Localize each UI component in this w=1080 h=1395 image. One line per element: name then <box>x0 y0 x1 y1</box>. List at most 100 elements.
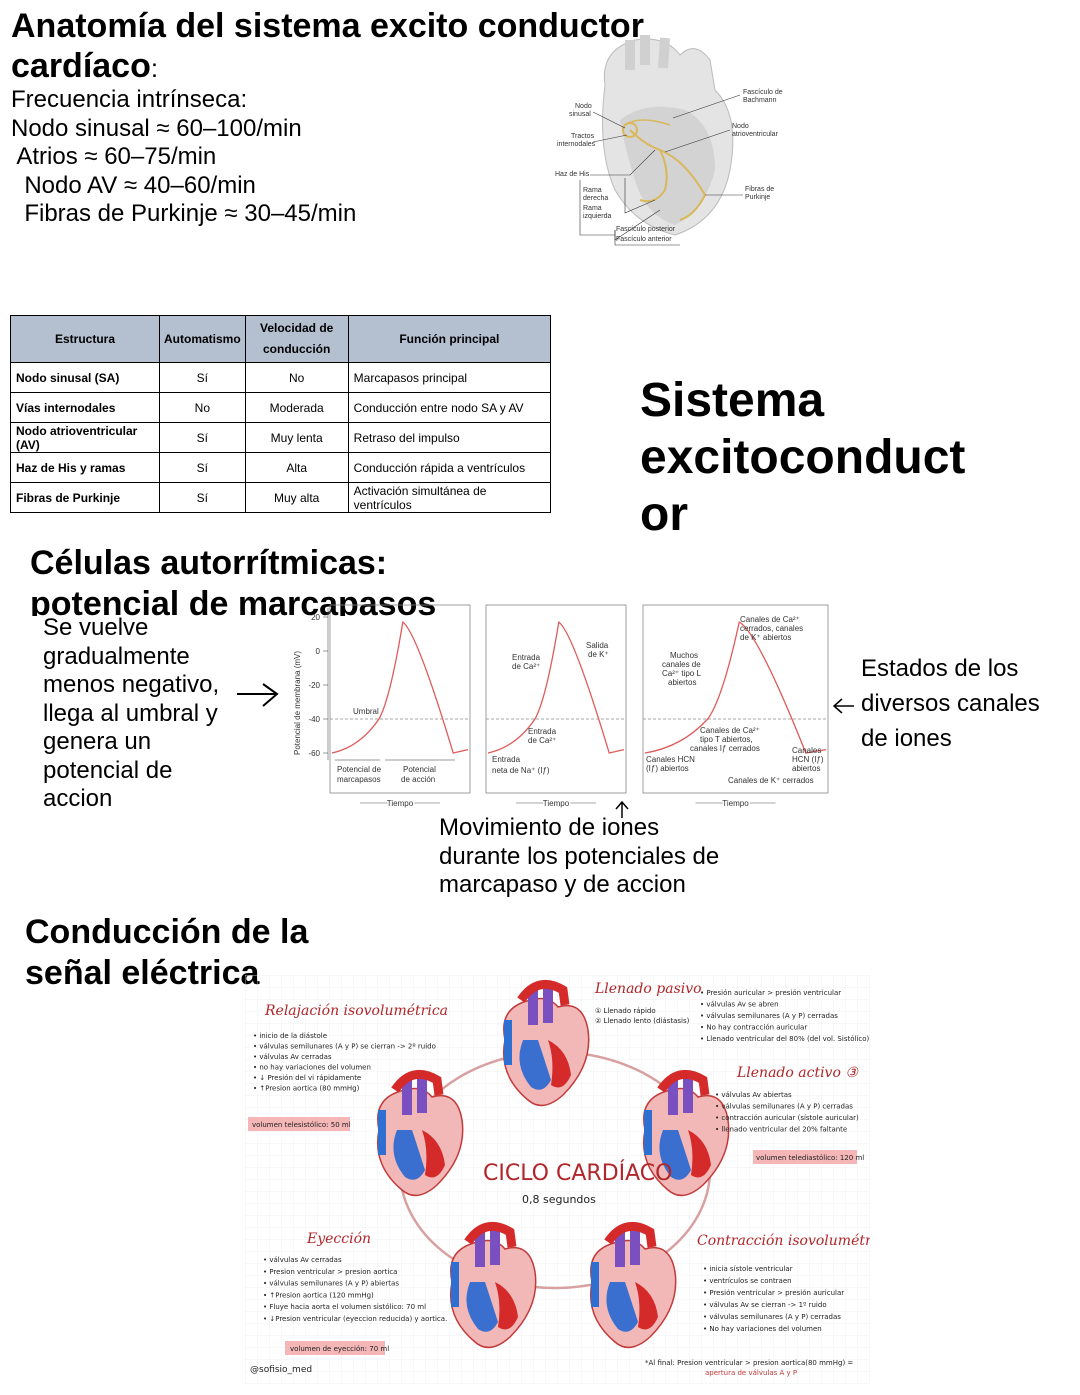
cycle-bullet: • válvulas semilunares (A y P) cerradas <box>700 1012 838 1020</box>
activo-box-text: volumen telediastólico: 120 ml <box>756 1154 864 1162</box>
cycle-bullet: • válvulas semilunares (A y P) abiertas <box>263 1280 399 1288</box>
ap-panel-frame <box>642 604 829 794</box>
anatomia-title-line2: cardíaco: <box>11 46 158 88</box>
pasivo-sub-2: ② Llenado lento (diástasis) <box>595 1017 690 1025</box>
structures-table: Estructura Automatismo Velocidad de cond… <box>10 315 552 513</box>
ap-p3-muchos-2: canales de <box>662 660 701 669</box>
ap-p2-entrada-1: Entrada <box>512 653 541 662</box>
cycle-bullet: • inicia sístole ventricular <box>703 1265 793 1273</box>
desc-line: llega al umbral y <box>43 699 218 727</box>
ap-p2-salida-1: Salida <box>586 641 609 650</box>
cycle-bullet: • Presión ventricular > presión auricula… <box>703 1289 844 1297</box>
activo-items: • válvulas Av abiertas• válvulas semilun… <box>715 1091 859 1134</box>
lbl-fasc-bachmann: Fascículo de <box>743 89 783 96</box>
desc-line: Se vuelve <box>43 614 149 641</box>
freq-block: Frecuencia intrínseca: Nodo sinusal ≈ 60… <box>11 86 356 229</box>
action-potential-chart: Potencial de membrana (mV) 200-20-40-60 … <box>293 604 829 810</box>
sistema-title-l1: Sistema <box>640 374 825 427</box>
ap-umbral: Umbral <box>353 707 379 716</box>
lbl-nodo-sinusal-2: sinusal <box>569 111 591 118</box>
lbl-tractos-2: internodales <box>557 141 596 148</box>
table-row: Haz de His y ramas Sí Alta Conducción rá… <box>10 452 552 483</box>
pasivo-items: • Presión auricular > presión ventricula… <box>700 989 870 1043</box>
table-row: Nodo sinusal (SA) Sí No Marcapasos princ… <box>10 362 552 393</box>
ap-curve <box>487 620 625 754</box>
ap-p2-na-1: Entrada <box>492 755 521 764</box>
anatomia-title-line1: Anatomía del sistema excito conductor <box>11 6 671 46</box>
ap-ytick: -20 <box>308 681 320 690</box>
ap-panels <box>329 604 829 794</box>
cycle-bullet: • Fluye hacia aorta el volumen sistólico… <box>263 1303 426 1311</box>
ap-yticks: 200-20-40-60 <box>308 608 329 760</box>
eyeccion-title: Eyección <box>306 1231 371 1247</box>
cycle-bullet: • Presión auricular > presión ventricula… <box>700 989 841 997</box>
ap-p3-muchos-4: abiertos <box>668 678 696 687</box>
lbl-rama-derecha: Rama <box>583 187 602 194</box>
desc-line: potencial de <box>43 756 173 784</box>
relajacion-box-text: volumen telesistólico: 50 ml <box>252 1121 351 1129</box>
ap-p2-entrada-mid-2: de Ca²⁺ <box>528 736 556 745</box>
lbl-nodo-sinusal: Nodo <box>575 103 592 110</box>
conduccion-title-l2: señal eléctrica <box>25 954 260 985</box>
ap-ytick: -60 <box>308 749 320 758</box>
bottom-line: marcapaso y de accion <box>439 871 686 898</box>
lbl-rama-izquierda-2: izquierda <box>583 213 612 220</box>
cycle-bullet: • ↓Presion ventricular (eyeccion reducid… <box>263 1315 447 1323</box>
celulas-right: Estados de los diversos canales de iones <box>861 651 1040 756</box>
celulas-bottom: Movimiento de iones durante los potencia… <box>439 814 719 900</box>
lbl-tractos: Tractos <box>571 133 595 140</box>
table-header-row: Estructura Automatismo Velocidad de cond… <box>10 315 552 363</box>
diagram-leaders <box>579 94 743 246</box>
cycle-bullet: • ↓ Presión del vi rápidamente <box>253 1074 361 1082</box>
ap-panel-frame <box>329 604 471 794</box>
freq-line: Nodo sinusal ≈ 60–100/min <box>11 114 302 142</box>
ap-p2-entrada-2: de Ca²⁺ <box>512 662 540 671</box>
cell-funcion: Conducción rápida a ventrículos <box>347 452 552 483</box>
lbl-fibras-purkinje: Fibras de <box>745 186 774 193</box>
ap-p1-marc-1: Potencial de <box>337 765 382 774</box>
pasivo-sub-1: ① Llenado rápido <box>595 1007 656 1015</box>
ap-p2-na-2: neta de Na⁺ (Iƒ) <box>492 766 550 775</box>
lbl-fibras-purkinje-2: Purkinje <box>745 194 770 201</box>
cell-automatismo: Sí <box>159 482 246 513</box>
ciclo-subtitle: 0,8 segundos <box>522 1193 596 1206</box>
th-velocidad: Velocidad de conducción <box>244 315 349 363</box>
cycle-bullet: • Llenado ventricular del 80% (del vol. … <box>700 1035 870 1043</box>
celulas-title-l2-clip: potencial de marcapasos <box>30 584 448 616</box>
celulas-title-l1: Células autorrítmicas: <box>30 544 388 582</box>
ap-xlabel: Tiempo <box>722 799 749 808</box>
th-velocidad-l2: conducción <box>263 342 331 356</box>
cycle-bullet: • llenado ventricular del 20% faltante <box>715 1126 847 1134</box>
arrow-left-icon <box>832 698 854 714</box>
cell-estructura: Vías internodales <box>10 392 160 423</box>
desc-line: accion <box>43 785 113 812</box>
cell-estructura: Haz de His y ramas <box>10 452 160 483</box>
cell-automatismo: Sí <box>159 362 246 393</box>
ap-ylabel: Potencial de membrana (mV) <box>293 651 302 755</box>
contraccion-title: Contracción isovolumétrica <box>697 1233 870 1249</box>
arrow-right-icon <box>237 683 279 707</box>
desc-line: menos negativo, <box>43 671 220 698</box>
lbl-fasc-posterior: Fascículo posterior <box>616 226 676 233</box>
cycle-bullet: • No hay variaciones del volumen <box>703 1325 822 1333</box>
cycle-bullet: • No hay contracción auricular <box>700 1024 807 1032</box>
right-line: diversos canales <box>861 690 1040 717</box>
ap-p1-marc-2: marcapasos <box>337 775 381 784</box>
table-row: Fibras de Purkinje Sí Muy alta Activació… <box>10 482 552 513</box>
ciclo-title: CICLO CARDÍACO <box>483 1160 672 1186</box>
ciclo-footer-1: *Al final: Presion ventricular > presion… <box>645 1359 853 1367</box>
lbl-fasc-anterior: Fascículo anterior <box>616 236 672 243</box>
freq-line: Nodo AV ≈ 40–60/min <box>11 171 256 199</box>
cycle-bullet: • no hay variaciones del volumen <box>253 1064 371 1072</box>
sistema-title: Sistema excitoconduct or <box>640 372 965 543</box>
ap-p3-muchos-1: Muchos <box>670 651 698 660</box>
ap-p2-salida-2: de K⁺ <box>588 650 609 659</box>
ap-p3-muchos-3: Ca²⁺ tipo L <box>662 669 701 678</box>
ap-p3-t-3: canales Iƒ cerrados <box>690 744 760 753</box>
relajacion-title: Relajación isovolumétrica <box>264 1003 448 1019</box>
cell-funcion: Retraso del impulso <box>347 422 552 453</box>
bottom-line: Movimiento de iones <box>439 814 660 841</box>
ap-p3-hcn-r-3: abiertos <box>792 764 820 773</box>
ap-p3-t-2: tipo T abiertos, <box>700 735 753 744</box>
cell-velocidad: Muy lenta <box>244 422 349 453</box>
